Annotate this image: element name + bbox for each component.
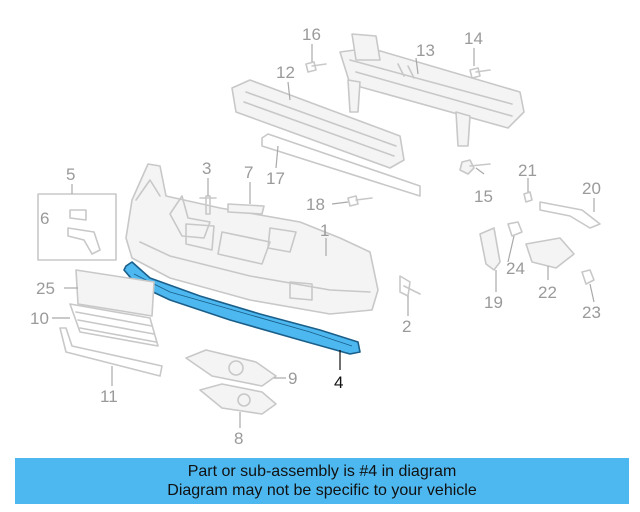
part-20-bracket[interactable] (539, 201, 601, 229)
part-23-clip[interactable] (581, 269, 595, 285)
part-8-fog-bezel[interactable] (199, 383, 277, 415)
part-22-guide[interactable] (525, 237, 575, 269)
callout-13: 13 (416, 41, 435, 60)
callout-1: 1 (320, 221, 329, 240)
part-7-bracket[interactable] (227, 203, 265, 215)
callout-24: 24 (506, 259, 525, 278)
part-11-grille-trim[interactable] (59, 327, 163, 377)
callout-3: 3 (202, 159, 211, 178)
part-3-clip[interactable] (199, 195, 217, 215)
part-9-fog-bezel[interactable] (185, 349, 277, 387)
part-1-bumper-cover[interactable] (125, 163, 379, 315)
part-24-nut[interactable] (507, 221, 523, 237)
callout-23: 23 (582, 303, 601, 322)
callout-10: 10 (30, 309, 49, 328)
leader-lines (52, 44, 595, 428)
callout-18: 18 (306, 195, 325, 214)
banner-line-disclaimer: Diagram may not be specific to your vehi… (167, 482, 477, 499)
callout-8: 8 (234, 429, 243, 448)
part-12-energy-absorber[interactable] (231, 79, 405, 169)
callout-15: 15 (474, 187, 493, 206)
part-5-bracket-kit[interactable] (37, 193, 117, 261)
callout-21: 21 (518, 161, 537, 180)
callout-11: 11 (100, 387, 118, 406)
callout-12: 12 (276, 63, 295, 82)
parts-diagram: 16 13 14 12 17 3 7 5 6 18 1 2 4 25 10 11… (30, 25, 601, 448)
part-19-bracket[interactable] (479, 227, 501, 271)
callout-25: 25 (36, 279, 55, 298)
part-14-bolt[interactable] (469, 67, 491, 79)
banner-line-part: Part or sub-assembly is #4 in diagram (187, 463, 457, 480)
callout-17: 17 (266, 169, 285, 188)
part-2-bolt[interactable] (399, 275, 421, 297)
callout-5: 5 (66, 165, 75, 184)
callout-20: 20 (582, 179, 601, 198)
callout-19: 19 (484, 293, 503, 312)
callout-4: 4 (334, 373, 343, 392)
callout-16: 16 (302, 25, 321, 44)
part-17-upper-strip[interactable] (261, 133, 421, 197)
part-25-plate-bracket[interactable] (75, 269, 155, 317)
part-21-clip[interactable] (523, 191, 533, 203)
callout-22: 22 (538, 283, 557, 302)
part-16-bolt[interactable] (305, 61, 327, 73)
part-13-reinforcement-bar[interactable] (339, 33, 525, 147)
part-10-grille[interactable] (69, 303, 159, 347)
callout-7: 7 (244, 163, 253, 182)
callout-14: 14 (464, 29, 483, 48)
part-18-clip[interactable] (347, 195, 373, 207)
callout-labels: 16 13 14 12 17 3 7 5 6 18 1 2 4 25 10 11… (30, 25, 601, 448)
callout-6: 6 (40, 209, 49, 228)
info-banner: Part or sub-assembly is #4 in diagram Di… (15, 458, 629, 504)
part-15-bolt[interactable] (459, 159, 491, 175)
callout-2: 2 (402, 317, 411, 336)
callout-9: 9 (288, 369, 297, 388)
